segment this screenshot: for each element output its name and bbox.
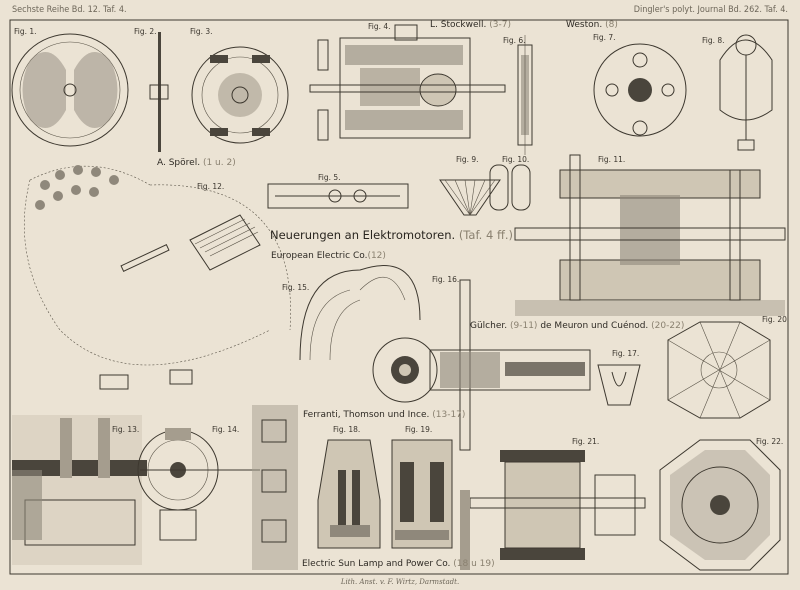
plate-title: Neuerungen an Elektromotoren. (Taf. 4 ff…: [270, 228, 513, 242]
fig13-drawing: [12, 415, 147, 565]
fig7-drawing: [593, 43, 687, 137]
fig-label: Fig. 8.: [702, 36, 725, 45]
fig2-drawing: [149, 32, 169, 152]
fig4-drawing: [309, 24, 506, 141]
header-right: Dingler's polyt. Journal Bd. 262. Taf. 4…: [634, 5, 788, 15]
fig-label: Fig. 20.: [762, 315, 789, 324]
fig3-drawing: [191, 46, 289, 144]
fig18-drawing: [317, 439, 381, 549]
fig-label: Fig. 2.: [134, 27, 157, 36]
fig-label: Fig. 10.: [502, 155, 529, 164]
fig-label: Fig. 21.: [572, 437, 599, 446]
lithographer-credit: Lith. Anst. v. F. Wirtz, Darmstadt.: [340, 578, 459, 586]
fig-label: Fig. 7.: [593, 33, 616, 42]
fig16-drawing: [429, 279, 591, 451]
fig-label: Fig. 15.: [282, 283, 309, 292]
fig-label: Fig. 12.: [197, 182, 224, 191]
fig-label: Fig. 9.: [456, 155, 479, 164]
fig-label: Fig. 22.: [756, 437, 783, 446]
caption-stockwell: L. Stockwell. (3-7): [430, 20, 511, 30]
fig17-drawing: [597, 364, 641, 406]
plate-border: [9, 19, 789, 575]
fig-label: Fig. 6.: [503, 36, 526, 45]
fig15-drawing: [299, 265, 438, 403]
fig-label: Fig. 13.: [112, 425, 139, 434]
fig-label: Fig. 17.: [612, 349, 639, 358]
fig8-drawing: [719, 34, 773, 151]
fig-label: Fig. 14.: [212, 425, 239, 434]
fig-label: Fig. 19.: [405, 425, 432, 434]
coil-strip-drawing: [252, 405, 298, 570]
fig21-drawing: [460, 450, 646, 570]
fig10-drawing: [489, 164, 531, 211]
fig-label: Fig. 4.: [368, 22, 391, 31]
fig14-drawing: [137, 428, 260, 541]
fig1-drawing: [11, 33, 129, 147]
fig22-drawing: [659, 439, 781, 571]
fig19-drawing: [391, 439, 453, 549]
figure-labels: Fig. 1. Fig. 2. Fig. 3. Fig. 4. Fig. 5. …: [14, 22, 789, 446]
fig-label: Fig. 5.: [318, 173, 341, 182]
fig-label: Fig. 1.: [14, 27, 37, 36]
fig20-drawing: [667, 321, 771, 419]
header-left: Sechste Reihe Bd. 12. Taf. 4.: [12, 5, 127, 15]
caption-gulcher-meuron: Gülcher. (9-11) de Meuron und Cuénod. (2…: [470, 320, 684, 331]
caption-european-electric: European Electric Co.(12): [271, 251, 386, 261]
caption-sun-lamp: Electric Sun Lamp and Power Co. (18 u 19…: [302, 559, 495, 569]
fig12-drawing: [24, 165, 291, 390]
fig-label: Fig. 18.: [333, 425, 360, 434]
fig-label: Fig. 3.: [190, 27, 213, 36]
caption-weston: Weston. (8): [566, 20, 618, 30]
fig-label: Fig. 11.: [598, 155, 625, 164]
caption-ferranti: Ferranti, Thomson und Ince. (13-17): [303, 410, 465, 420]
fig5-drawing: [267, 183, 409, 209]
fig11-drawing: [514, 154, 786, 316]
caption-sporel: A. Spörel. (1 u. 2): [157, 158, 236, 168]
fig-label: Fig. 16.: [432, 275, 459, 284]
fig6-drawing: [517, 35, 533, 155]
fig9-drawing: [439, 179, 501, 216]
